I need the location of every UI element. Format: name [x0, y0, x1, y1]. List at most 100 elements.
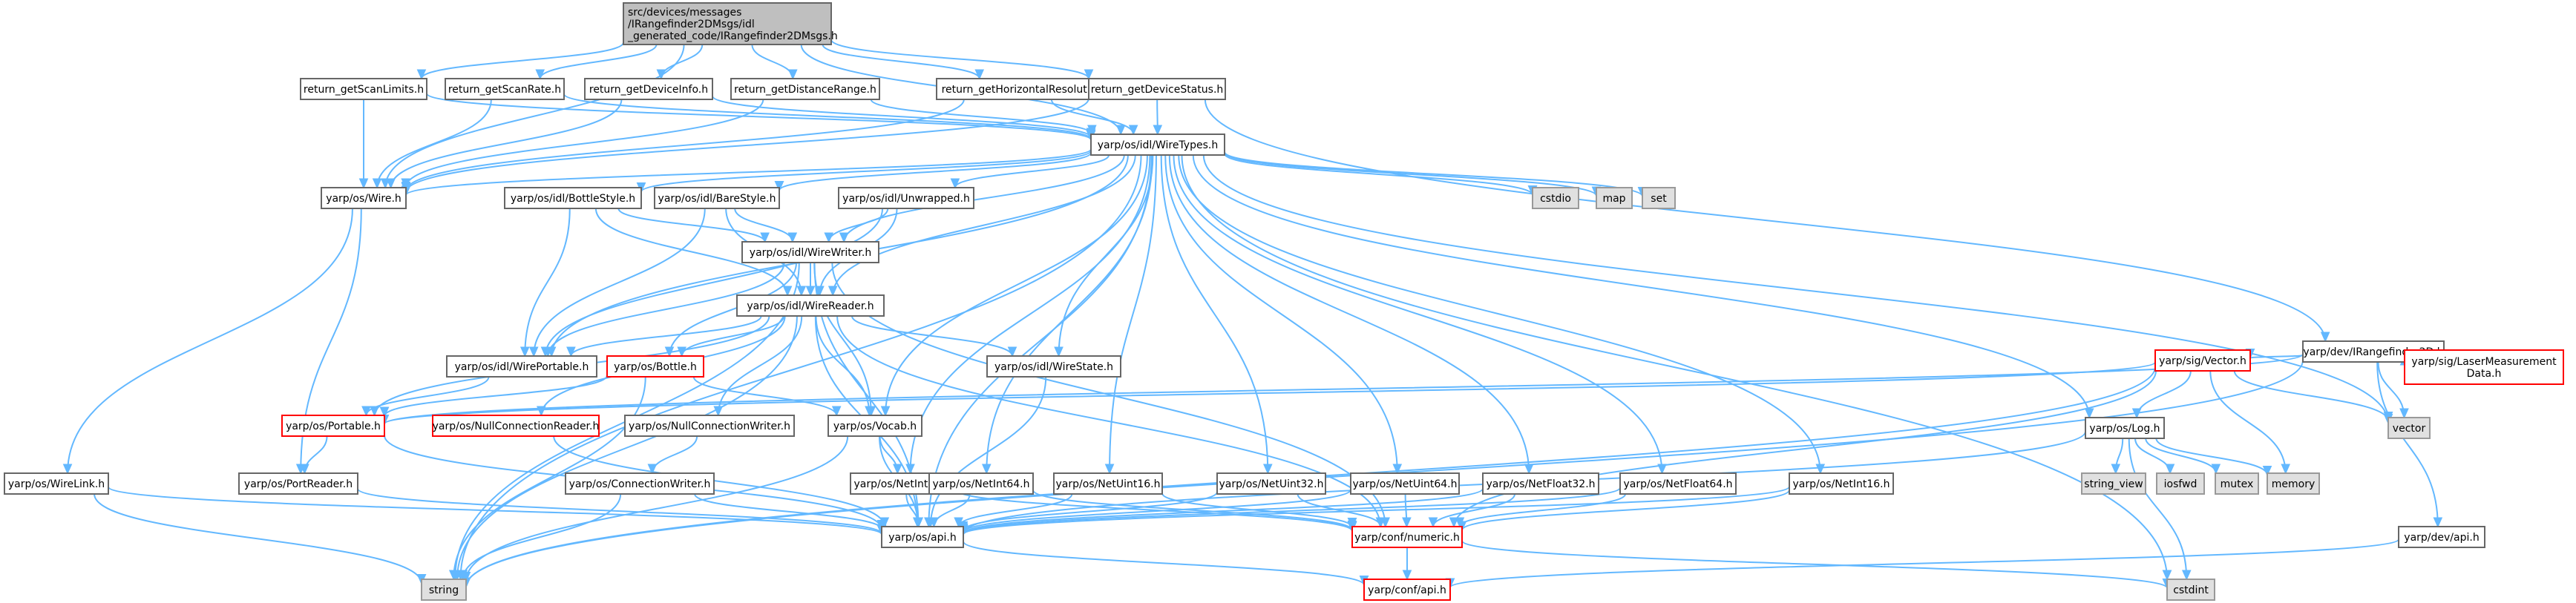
- edge-sigvector-to-numeric: [1454, 370, 2157, 527]
- node-box-cstdio: [1532, 187, 1579, 209]
- node-label-root: src/devices/messages: [628, 7, 741, 19]
- node-box-netuint32: [1216, 472, 1326, 495]
- node-label-set: set: [1651, 193, 1667, 205]
- edge-netint32-to-numeric: [954, 488, 1352, 531]
- edge-wiretypes-to-wirereader: [833, 154, 1136, 295]
- node-label-memory: memory: [2272, 478, 2316, 490]
- node-box-gsl: [300, 78, 427, 100]
- node-portable[interactable]: yarp/os/Portable.h: [281, 415, 385, 437]
- node-wirestate[interactable]: yarp/os/idl/WireState.h: [986, 355, 1121, 378]
- edge-root-to-gds: [830, 39, 1089, 79]
- node-label-iosfwd: iosfwd: [2164, 478, 2198, 490]
- node-box-osapi: [881, 526, 964, 548]
- node-confapi[interactable]: yarp/conf/api.h: [1363, 579, 1451, 601]
- node-label-wireportable: yarp/os/idl/WirePortable.h: [455, 361, 589, 373]
- node-wireportable[interactable]: yarp/os/idl/WirePortable.h: [446, 355, 597, 378]
- edge-wirewriter-to-vocab: [813, 262, 871, 415]
- edge-netuint16-to-osapi: [959, 493, 1073, 527]
- node-osapi[interactable]: yarp/os/api.h: [881, 526, 964, 548]
- edge-gdr-to-wire: [406, 99, 764, 188]
- node-connwriter[interactable]: yarp/os/ConnectionWriter.h: [565, 472, 715, 495]
- node-netuint64[interactable]: yarp/os/NetUint64.h: [1350, 472, 1460, 495]
- node-sigvector[interactable]: yarp/sig/Vector.h: [2154, 349, 2251, 372]
- edge-wiretypes-to-netuint64: [1164, 154, 1397, 473]
- node-label-cstdint: cstdint: [2173, 584, 2209, 596]
- edge-wirelink-to-string: [94, 493, 422, 584]
- node-bottle[interactable]: yarp/os/Bottle.h: [606, 355, 704, 378]
- node-label-string: string: [429, 584, 459, 596]
- edge-bottlestyle-to-wirewriter: [617, 208, 764, 242]
- node-vocab[interactable]: yarp/os/Vocab.h: [827, 415, 922, 437]
- node-devapi[interactable]: yarp/dev/api.h: [2398, 526, 2485, 548]
- edge-wirestate-to-osapi: [931, 376, 1047, 527]
- node-nullconnreader[interactable]: yarp/os/NullConnectionReader.h: [432, 415, 600, 437]
- edge-wirewriter-to-wireportable: [548, 262, 785, 356]
- node-portreader[interactable]: yarp/os/PortReader.h: [238, 472, 358, 495]
- node-gdi[interactable]: return_getDeviceInfo.h: [584, 78, 713, 100]
- node-box-wirelink: [4, 472, 109, 495]
- node-box-sigvector: [2154, 349, 2251, 372]
- edge-gsr-to-wire: [377, 99, 492, 188]
- node-box-netint16: [1789, 472, 1894, 495]
- node-box-barestyle: [654, 187, 780, 209]
- edge-wireportable-to-portable: [366, 376, 490, 415]
- node-label-numeric: yarp/conf/numeric.h: [1354, 532, 1460, 544]
- node-label-barestyle: yarp/os/idl/BareStyle.h: [658, 193, 776, 205]
- node-log[interactable]: yarp/os/Log.h: [2085, 417, 2165, 439]
- node-cstdio: cstdio: [1532, 187, 1579, 209]
- node-netfloat32[interactable]: yarp/os/NetFloat32.h: [1482, 472, 1599, 495]
- node-label-portable: yarp/os/Portable.h: [286, 421, 381, 432]
- node-gds[interactable]: return_getDeviceStatus.h: [1088, 78, 1226, 100]
- node-box-iosfwd: [2156, 472, 2205, 495]
- node-box-devapi: [2398, 526, 2485, 548]
- node-label-netuint16: yarp/os/NetUint16.h: [1055, 478, 1160, 490]
- node-label-cstdio: cstdio: [1540, 193, 1571, 205]
- edge-root-to-gdi: [661, 44, 704, 79]
- node-wirelink[interactable]: yarp/os/WireLink.h: [4, 472, 109, 495]
- node-nullconnwriter[interactable]: yarp/os/NullConnectionWriter.h: [624, 415, 795, 437]
- node-label-lasermeas: yarp/sig/LaserMeasurement: [2411, 356, 2557, 368]
- node-gsl[interactable]: return_getScanLimits.h: [300, 78, 427, 100]
- node-label-unwrapped: yarp/os/idl/Unwrapped.h: [842, 193, 970, 205]
- node-wire[interactable]: yarp/os/Wire.h: [321, 187, 407, 209]
- node-label-map: map: [1602, 193, 1625, 205]
- edge-root-to-gsl: [422, 42, 624, 79]
- edge-nullconnwriter-to-connwriter: [652, 435, 698, 473]
- node-label-vector: vector: [2393, 423, 2426, 435]
- edge-sigvector-to-vector: [2233, 370, 2388, 421]
- node-gdr[interactable]: return_getDistanceRange.h: [730, 78, 880, 100]
- node-box-netuint64: [1350, 472, 1460, 495]
- node-gsr[interactable]: return_getScanRate.h: [445, 78, 565, 100]
- node-box-wirewriter: [741, 241, 879, 263]
- edge-wirelink-to-osapi: [108, 486, 882, 534]
- node-numeric[interactable]: yarp/conf/numeric.h: [1351, 526, 1463, 548]
- node-netuint32[interactable]: yarp/os/NetUint32.h: [1216, 472, 1326, 495]
- node-barestyle[interactable]: yarp/os/idl/BareStyle.h: [654, 187, 780, 209]
- node-box-cstdint: [2166, 579, 2215, 601]
- edge-bottle-to-portable: [384, 375, 608, 416]
- node-wirewriter[interactable]: yarp/os/idl/WireWriter.h: [741, 241, 879, 263]
- node-root[interactable]: src/devices/messages/IRangefinder2DMsgs/…: [623, 2, 838, 45]
- node-memory: memory: [2267, 472, 2320, 495]
- edge-sigvector-to-log: [2137, 370, 2192, 418]
- node-label-lasermeas: Data.h: [2467, 368, 2502, 380]
- node-ghr[interactable]: return_getHorizontalResolution.h: [936, 78, 1118, 100]
- edge-log-to-iosfwd: [2134, 438, 2170, 473]
- node-box-wireportable: [446, 355, 597, 378]
- node-label-netuint64: yarp/os/NetUint64.h: [1352, 478, 1457, 490]
- edge-barestyle-to-wireportable: [534, 208, 706, 356]
- node-netint64[interactable]: yarp/os/NetInt64.h: [928, 472, 1034, 495]
- node-box-lasermeas: [2404, 349, 2564, 385]
- node-box-memory: [2267, 472, 2320, 495]
- node-bottlestyle[interactable]: yarp/os/idl/BottleStyle.h: [504, 187, 642, 209]
- node-netuint16[interactable]: yarp/os/NetUint16.h: [1053, 472, 1163, 495]
- node-wiretypes[interactable]: yarp/os/idl/WireTypes.h: [1090, 134, 1225, 156]
- node-unwrapped[interactable]: yarp/os/idl/Unwrapped.h: [838, 187, 974, 209]
- node-netint16[interactable]: yarp/os/NetInt16.h: [1789, 472, 1894, 495]
- nodes-layer: src/devices/messages/IRangefinder2DMsgs/…: [4, 2, 2564, 601]
- edge-wiretypes-to-netint32: [911, 154, 1151, 473]
- node-wirereader[interactable]: yarp/os/idl/WireReader.h: [736, 294, 885, 317]
- node-netfloat64[interactable]: yarp/os/NetFloat64.h: [1619, 472, 1737, 495]
- edge-wiretypes-to-netuint32: [1160, 154, 1268, 473]
